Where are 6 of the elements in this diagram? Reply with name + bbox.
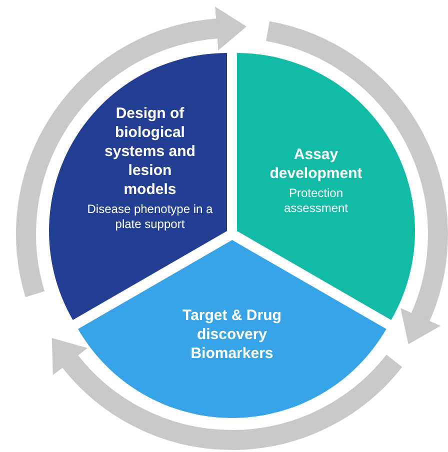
- segment-title: Target & Drug discovery Biomarkers: [182, 306, 282, 362]
- segment-title: Assay development: [268, 144, 364, 182]
- pie-segment: [78, 240, 386, 418]
- segment-description: Protection assessment: [282, 186, 349, 216]
- segment-description: Disease phenotype in a plate support: [86, 202, 214, 232]
- segment-title: Design of biological systems and lesion models: [104, 104, 196, 199]
